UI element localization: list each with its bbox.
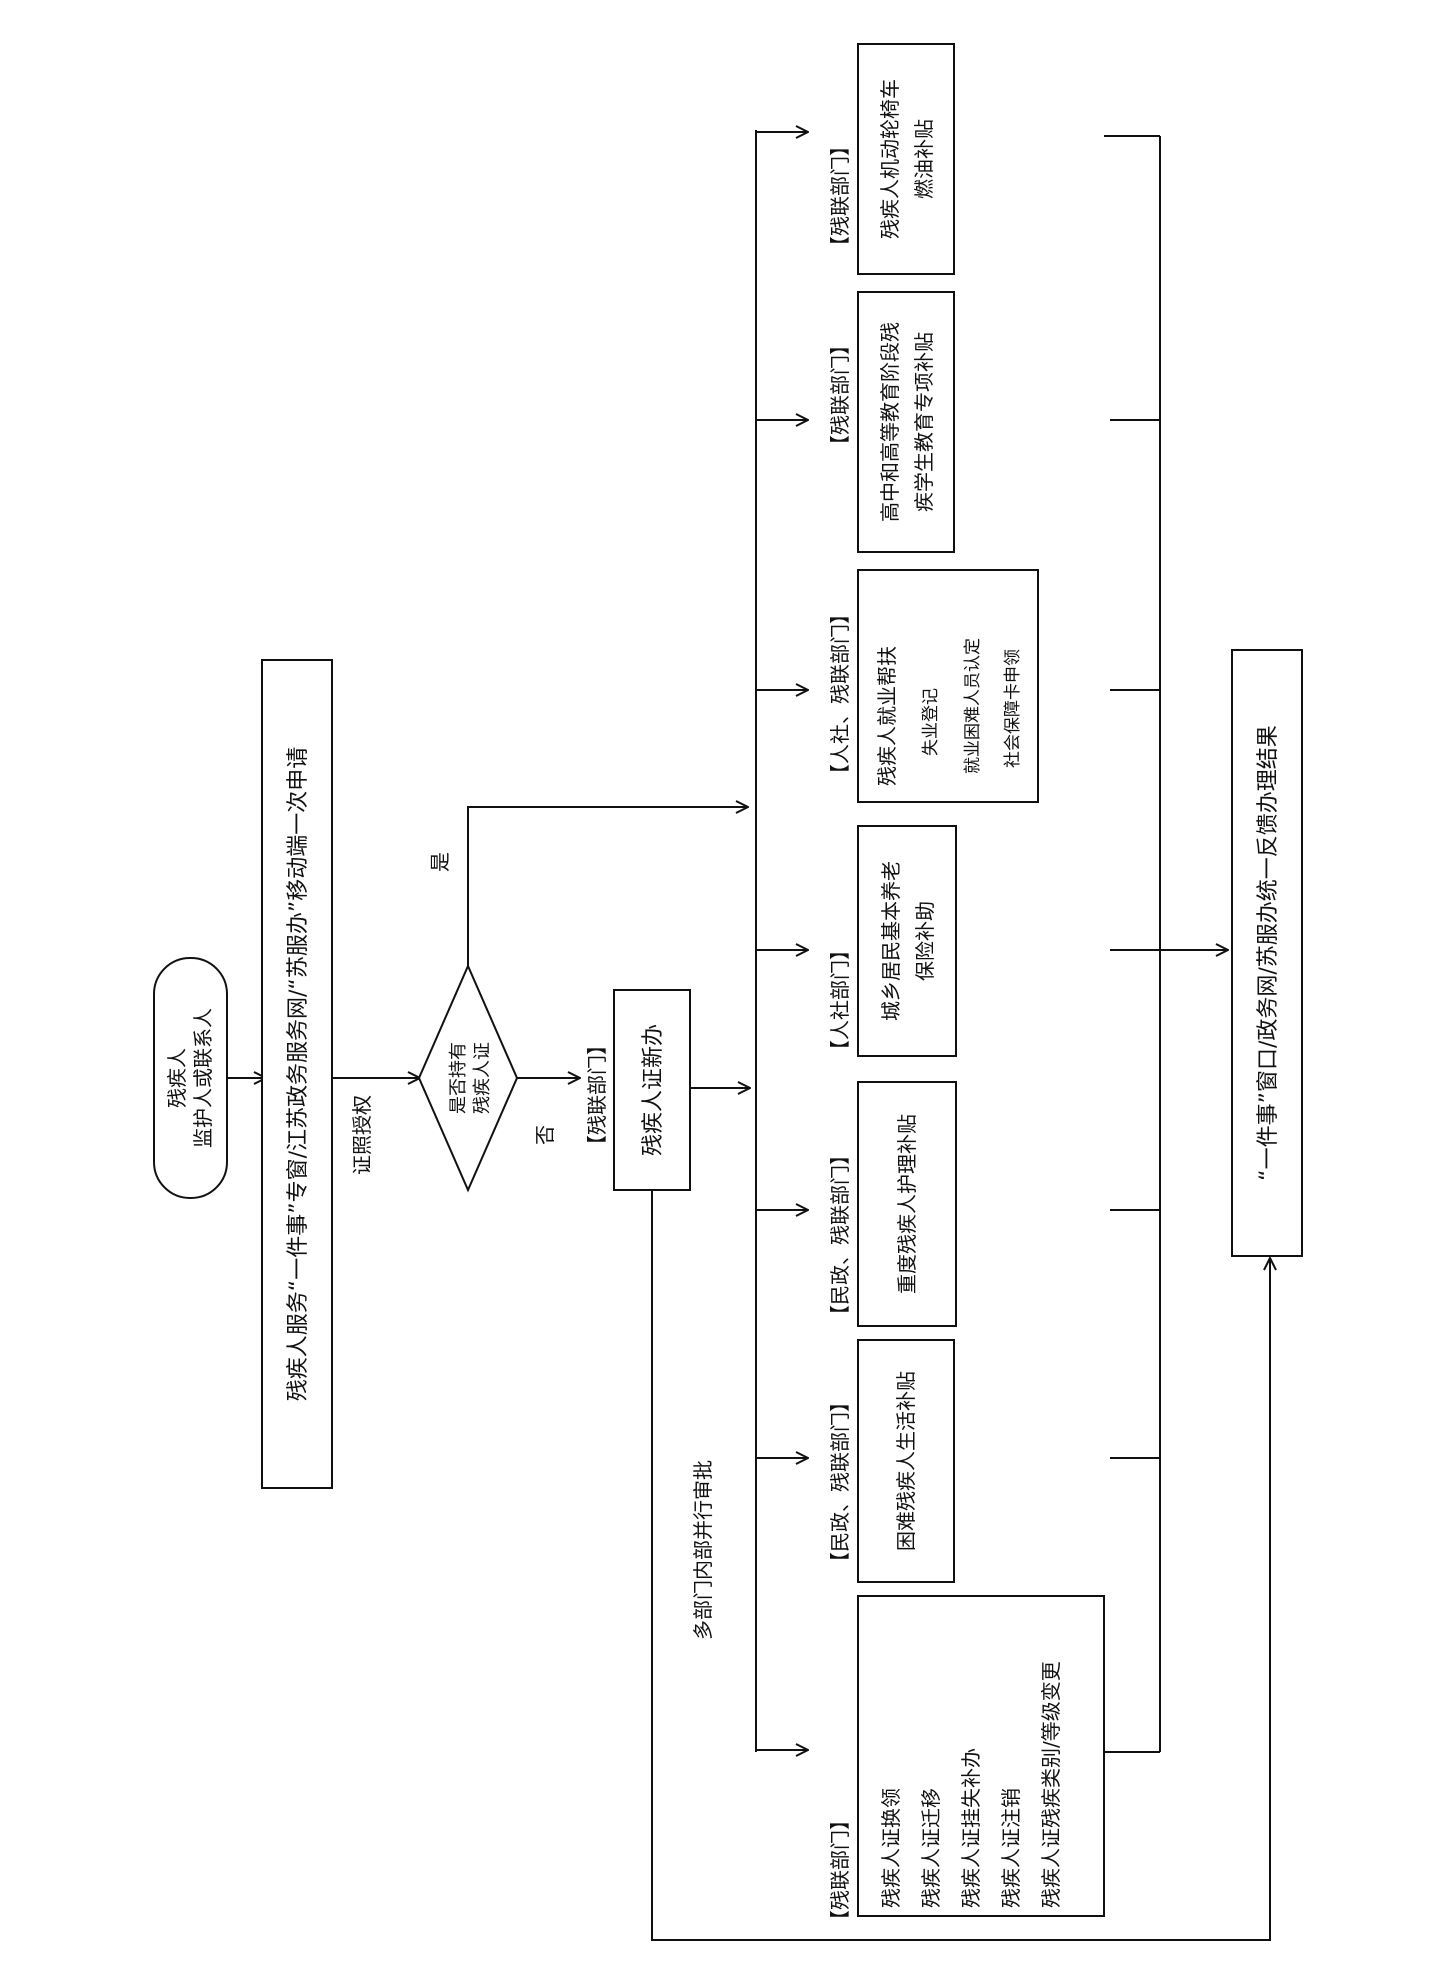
branch-6-box — [857, 291, 955, 553]
start-line-2: 监护人或联系人 — [191, 1008, 215, 1148]
branch-3-line-1: 重度残疾人护理补贴 — [895, 1114, 919, 1294]
branch-4-line-2: 保险补助 — [913, 901, 937, 981]
start-line-1: 残疾人 — [165, 1048, 189, 1108]
parallel-label: 多部门内部并行审批 — [691, 1460, 715, 1640]
branch-3-dept: 【民政、残联部门】 — [828, 1145, 852, 1325]
branch-6-line-1: 高中和高等教育阶段残 — [878, 322, 902, 522]
branch-2-line-1: 困难残疾人生活补贴 — [894, 1371, 918, 1551]
branch-4-box — [857, 825, 957, 1057]
branch-6-dept: 【残联部门】 — [828, 335, 852, 455]
branch-2-box — [857, 1339, 955, 1583]
result-box — [1231, 649, 1303, 1257]
branch-1-line-4: 残疾人证注销 — [999, 1788, 1023, 1908]
branch-5-box — [857, 569, 1039, 803]
branch-7-box — [857, 43, 955, 275]
branch-1-box — [857, 1595, 1105, 1917]
branch-7-line-2: 燃油补贴 — [912, 119, 936, 199]
branch-5-sub-2: 就业困难人员认定 — [963, 638, 983, 774]
branch-2-dept: 【民政、残联部门】 — [828, 1392, 852, 1572]
branch-5-line-1: 残疾人就业帮扶 — [875, 646, 899, 786]
branch-3-box — [857, 1081, 957, 1327]
branch-6-line-2: 疾学生教育专项补贴 — [912, 332, 936, 512]
no-label: 否 — [533, 1125, 557, 1145]
branch-1-line-3: 残疾人证挂失补办 — [959, 1748, 983, 1908]
branch-1-dept: 【残联部门】 — [828, 1810, 852, 1930]
yes-label: 是 — [428, 852, 452, 872]
decision-line-1: 是否持有 — [448, 1042, 469, 1114]
branch-1-line-5: 残疾人证残疾类别/等级变更 — [1039, 1661, 1063, 1908]
new-cert-box — [613, 989, 691, 1191]
arrow-yes-path — [467, 807, 748, 966]
decision-line-2: 残疾人证 — [472, 1042, 493, 1114]
new-cert-text: 残疾人证新办 — [641, 1024, 666, 1156]
decision-diamond — [417, 963, 519, 1193]
start-node — [153, 957, 228, 1199]
arrow-newcert-feedback-loop — [651, 1188, 1270, 1941]
new-cert-dept: 【残联部门】 — [585, 1035, 609, 1155]
apply-box-text: 残疾人服务“一件事”专窗/江苏政务服务网/“苏服办”移动端一次申请 — [286, 747, 311, 1401]
branch-4-dept: 【人社部门】 — [828, 940, 852, 1060]
branch-4-line-1: 城乡居民基本养老 — [879, 861, 903, 1021]
result-box-text: “一件事”窗口/政务网/苏服办统一反馈办理结果 — [1256, 725, 1281, 1181]
apply-box — [261, 659, 333, 1489]
branch-5-dept: 【人社、残联部门】 — [828, 604, 852, 784]
branch-1-line-1: 残疾人证换领 — [879, 1788, 903, 1908]
branch-1-line-2: 残疾人证迁移 — [919, 1788, 943, 1908]
branch-5-sub-3: 社会保障卡申领 — [1003, 649, 1023, 768]
branch-5-sub-1: 失业登记 — [921, 688, 941, 756]
auth-label: 证照授权 — [350, 1095, 374, 1175]
branch-7-line-1: 残疾人机动轮椅车 — [878, 79, 902, 239]
branch-7-dept: 【残联部门】 — [828, 136, 852, 256]
